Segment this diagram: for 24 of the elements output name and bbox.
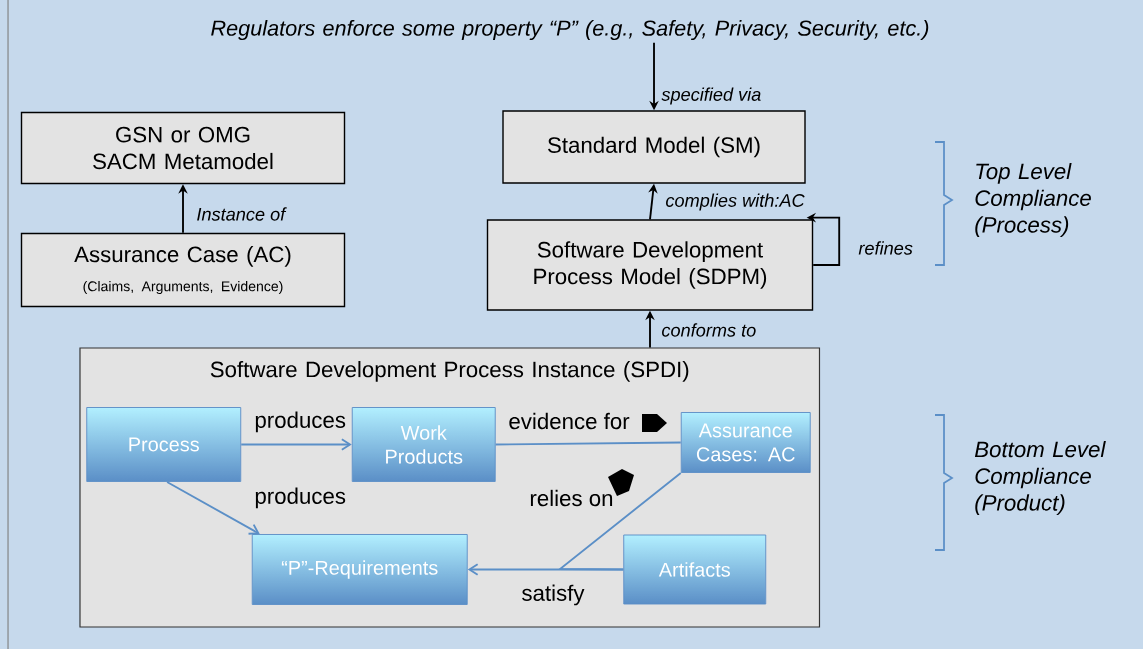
- edge-label: relies on: [530, 489, 613, 507]
- edge-label: Instance of: [197, 207, 287, 221]
- model-box: Assurance Case (AC) (Claims, Arguments, Evidence): [20, 232, 346, 308]
- arrow: [240, 438, 352, 451]
- edge-label: produces: [255, 487, 346, 509]
- section-label: Bottom Level Compliance (Product): [974, 440, 1106, 516]
- edge-label: specified via: [661, 87, 761, 105]
- process-box: Work Products: [351, 407, 496, 482]
- process-box: Process: [86, 407, 242, 482]
- model-box: Standard Model (SM): [502, 110, 806, 184]
- model-box: GSN or OMG SACM Metamodel: [20, 111, 346, 185]
- edge-label: satisfy: [522, 584, 585, 606]
- process-box: Assurance Cases: AC: [680, 412, 811, 473]
- edge-label: complies with:AC: [666, 193, 805, 211]
- model-box: Software Development Process Model (SDPM): [486, 219, 814, 311]
- edge-label: produces: [255, 411, 346, 433]
- edge-label: evidence for: [509, 412, 630, 430]
- heading-text: Regulators enforce some property “P” (e.g., Safety, Privacy, Security, etc.): [211, 19, 929, 41]
- arrow: [166, 481, 260, 535]
- edge-label: conforms to: [662, 323, 756, 337]
- process-box: “P”-Requirements: [251, 534, 468, 605]
- edge-label: refines: [858, 241, 913, 255]
- section-label: Top Level Compliance (Process): [975, 162, 1091, 238]
- process-box: Artifacts: [623, 534, 767, 605]
